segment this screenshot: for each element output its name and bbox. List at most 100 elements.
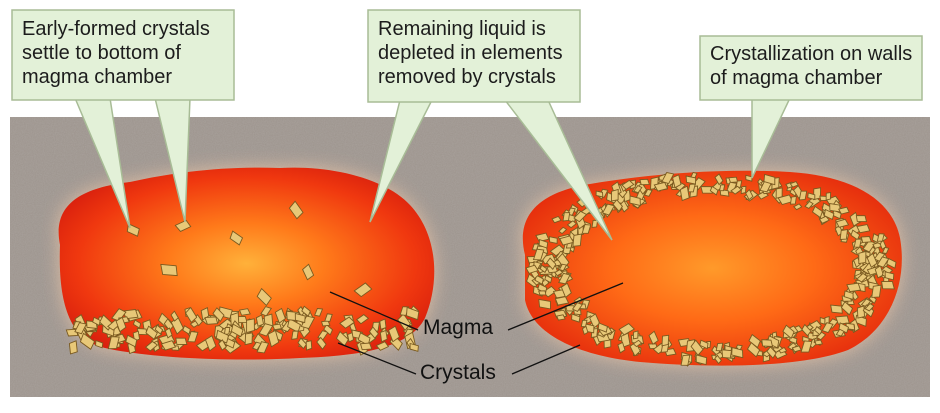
crystal <box>164 327 173 339</box>
crystal <box>154 324 164 335</box>
settle-callout-text: Early-formed crystals settle to bottom o… <box>22 18 210 88</box>
crystal <box>339 316 355 329</box>
crystal <box>699 339 709 350</box>
crystal <box>846 282 862 293</box>
crystal <box>204 335 217 352</box>
crystal <box>876 256 890 268</box>
crystal <box>291 330 299 340</box>
crystal <box>597 322 608 333</box>
crystal <box>581 325 589 336</box>
crystal <box>814 325 823 336</box>
crystal <box>730 185 742 195</box>
crystal <box>218 339 227 351</box>
crystal <box>300 315 316 330</box>
crystal <box>824 316 830 325</box>
crystal <box>580 319 588 328</box>
crystal <box>884 271 895 281</box>
crystal <box>617 341 626 354</box>
crystal <box>571 302 584 312</box>
crystal <box>539 264 548 274</box>
crystal <box>798 190 808 201</box>
crystal <box>621 179 635 190</box>
crystal <box>274 307 286 324</box>
crystal <box>589 313 601 329</box>
crystal <box>204 316 219 325</box>
crystal <box>740 185 747 195</box>
crystal <box>556 314 566 321</box>
crystal <box>538 238 549 249</box>
leader-lines <box>329 282 624 375</box>
crystal <box>814 339 824 346</box>
crystal <box>782 324 795 340</box>
crystal <box>838 322 850 334</box>
crystal <box>801 323 812 337</box>
crystal <box>68 340 78 355</box>
crystal <box>789 195 797 205</box>
crystal <box>525 264 539 274</box>
crystal <box>558 226 568 235</box>
crystal <box>187 331 199 343</box>
crystal <box>144 340 159 352</box>
crystal <box>856 305 865 319</box>
crystal <box>566 220 577 229</box>
crystal <box>639 178 650 186</box>
crystal <box>571 313 581 323</box>
crystal <box>853 238 862 248</box>
crystal <box>595 190 604 198</box>
crystal <box>793 203 803 211</box>
crystal <box>379 318 387 330</box>
crystal <box>825 191 832 201</box>
crystal <box>815 331 827 341</box>
crystal <box>260 306 273 317</box>
magma-leader-left <box>329 291 419 331</box>
crystal <box>581 224 592 234</box>
walls-callout-text: Crystallization on walls of magma chambe… <box>710 43 913 89</box>
crystal <box>866 252 878 268</box>
crystal <box>375 341 390 351</box>
crystal <box>321 320 331 327</box>
crystal <box>685 175 697 185</box>
crystal <box>700 186 713 194</box>
crystal <box>185 306 198 324</box>
crystal <box>302 263 315 281</box>
crystal <box>379 329 388 343</box>
crystal <box>160 340 177 351</box>
crystal <box>680 354 691 366</box>
crystal <box>791 345 802 353</box>
wall-crystal-rim <box>525 171 897 367</box>
callout-pointers <box>73 97 792 241</box>
crystal <box>763 173 776 186</box>
crystal <box>215 329 230 344</box>
depleted-callout-text: Remaining liquid is depleted in elements… <box>378 18 563 88</box>
crystal <box>856 272 869 283</box>
crystal <box>823 208 835 221</box>
crystal <box>111 308 127 322</box>
crystal <box>719 184 726 192</box>
crystal <box>855 215 868 223</box>
crystal <box>728 176 739 183</box>
crystal <box>125 334 138 348</box>
crystals-label: Crystals <box>420 361 496 384</box>
crystal <box>74 322 88 335</box>
left-magma-chamber <box>58 167 435 360</box>
crystal <box>672 174 682 189</box>
crystal <box>618 323 636 336</box>
crystal <box>868 294 877 305</box>
crystal <box>267 329 280 348</box>
crystal <box>558 272 571 285</box>
crystal <box>355 314 370 325</box>
crystal <box>804 200 814 209</box>
crystal <box>288 200 304 220</box>
crystal <box>746 342 761 358</box>
crystal <box>406 306 420 321</box>
crystal <box>160 263 178 277</box>
magma-body-left <box>58 167 435 360</box>
crystals-leader-right <box>511 344 581 375</box>
crystal <box>554 296 570 306</box>
crystal <box>251 341 262 351</box>
crystal <box>409 342 419 352</box>
crystal <box>591 219 599 228</box>
crystal <box>79 332 96 350</box>
crystal <box>238 308 251 316</box>
